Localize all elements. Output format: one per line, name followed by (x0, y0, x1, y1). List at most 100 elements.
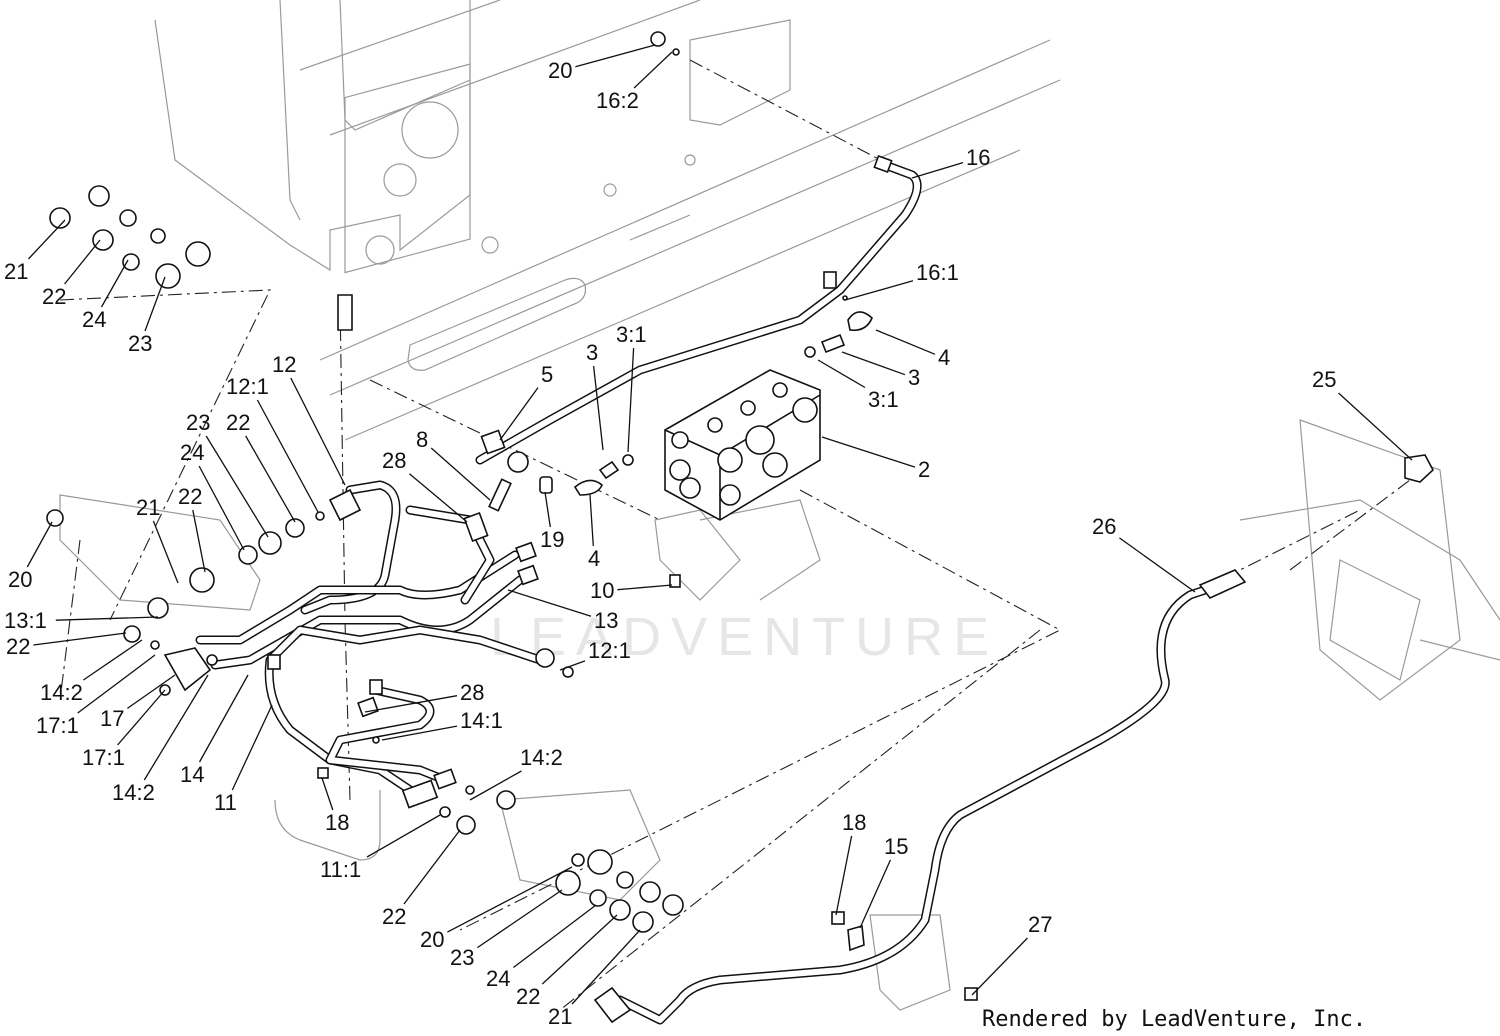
callout-leader (205, 435, 269, 538)
callout-leader (198, 674, 249, 763)
callout-label: 5 (541, 362, 553, 387)
callout-leader (835, 835, 853, 916)
callout-leader (321, 777, 334, 811)
callout-label: 14:2 (520, 745, 563, 770)
callout-leader (447, 866, 573, 933)
callout-leader (821, 436, 916, 468)
callout-label: 2 (918, 457, 930, 482)
callout-label: 22 (516, 984, 540, 1009)
callout-leader (143, 674, 209, 781)
callout-label: 20 (548, 58, 572, 83)
callout-leader (192, 509, 206, 573)
callout-label: 3 (908, 365, 920, 390)
callout-label: 14 (180, 762, 204, 787)
callout-leader (364, 695, 458, 713)
callout-label: 24 (180, 440, 204, 465)
callout-leader (911, 161, 964, 179)
callout-label: 19 (540, 527, 564, 552)
callout-leader (513, 904, 597, 969)
callout-label: 14:2 (112, 780, 155, 805)
callout-label: 4 (938, 345, 950, 370)
callout-leader (117, 689, 166, 746)
callout-label: 14:2 (40, 680, 83, 705)
callout-label: 4 (588, 546, 600, 571)
callout-leader (27, 219, 66, 260)
callout-label: 24 (82, 307, 106, 332)
hydraulic-tubes (195, 160, 1240, 1025)
callout-label: 14:1 (460, 708, 503, 733)
callout-leader (26, 521, 53, 568)
callout-leader (507, 589, 592, 617)
callout-leader (477, 889, 563, 949)
callout-label: 22 (6, 634, 30, 659)
callout-leader (245, 435, 296, 523)
callout-leader (381, 725, 458, 741)
callout-leader (627, 347, 635, 453)
callout-label: 26 (1092, 514, 1116, 539)
callout-label: 16 (966, 145, 990, 170)
callout-leader (55, 616, 159, 621)
callout-label: 21 (4, 259, 28, 284)
callout-leader (127, 674, 176, 709)
callout-leader (100, 259, 129, 308)
callout-label: 12:1 (588, 638, 631, 663)
callout-leader (152, 520, 179, 584)
callout-label: 20 (8, 567, 32, 592)
callout-leader (469, 770, 522, 801)
callout-leader (198, 465, 245, 551)
callout-leader (575, 44, 656, 68)
callouts: 2016:21616:1433:133:15225212224231212:12… (4, 44, 1413, 1029)
callout-label: 23 (450, 945, 474, 970)
callout-leader (971, 937, 1028, 996)
callout-leader (844, 280, 914, 301)
callout-label: 27 (1028, 912, 1052, 937)
callout-leader (541, 914, 618, 985)
callout-label: 11:1 (320, 857, 361, 882)
render-credit: Rendered by LeadVenture, Inc. (982, 1007, 1366, 1032)
callout-leader (33, 632, 127, 646)
callout-label: 16:1 (916, 260, 959, 285)
callout-label: 22 (382, 904, 406, 929)
callout-leader (571, 929, 641, 1005)
callout-leader (430, 447, 491, 501)
callout-label: 17:1 (36, 713, 79, 738)
callout-label: 16:2 (596, 88, 639, 113)
callout-label: 28 (460, 680, 484, 705)
callout-leader (64, 239, 101, 285)
callout-leader (559, 660, 586, 671)
callout-label: 13 (594, 608, 618, 633)
callout-label: 21 (136, 495, 160, 520)
valve-block (664, 369, 821, 521)
callout-leader (408, 473, 468, 523)
watermark: LEADVENTURE (490, 607, 999, 667)
frame-background (59, 0, 1500, 1011)
callout-label: 20 (420, 927, 444, 952)
callout-label: 23 (128, 331, 152, 356)
fittings (46, 31, 1434, 1024)
callout-leader (256, 399, 319, 513)
callout-leader (290, 377, 346, 486)
callout-leader (366, 814, 441, 858)
callout-label: 17:1 (82, 745, 125, 770)
callout-leader (589, 494, 594, 547)
callout-leader (875, 329, 936, 355)
callout-label: 18 (325, 810, 349, 835)
callout-label: 21 (548, 1004, 572, 1029)
callout-label: 3:1 (868, 387, 899, 412)
callout-label: 15 (884, 834, 908, 859)
callout-label: 23 (186, 410, 210, 435)
callout-label: 12:1 (226, 374, 269, 399)
callout-leader (841, 351, 906, 376)
callout-leader (83, 639, 143, 681)
callout-label: 8 (416, 427, 428, 452)
callout-label: 13:1 (4, 608, 47, 633)
callout-leader (592, 365, 604, 451)
callout-leader (1119, 537, 1196, 593)
callout-label: 28 (382, 448, 406, 473)
callout-label: 24 (486, 966, 510, 991)
callout-label: 22 (226, 410, 250, 435)
callout-label: 11 (214, 790, 237, 815)
callout-label: 3 (586, 340, 598, 365)
callout-label: 12 (272, 352, 296, 377)
